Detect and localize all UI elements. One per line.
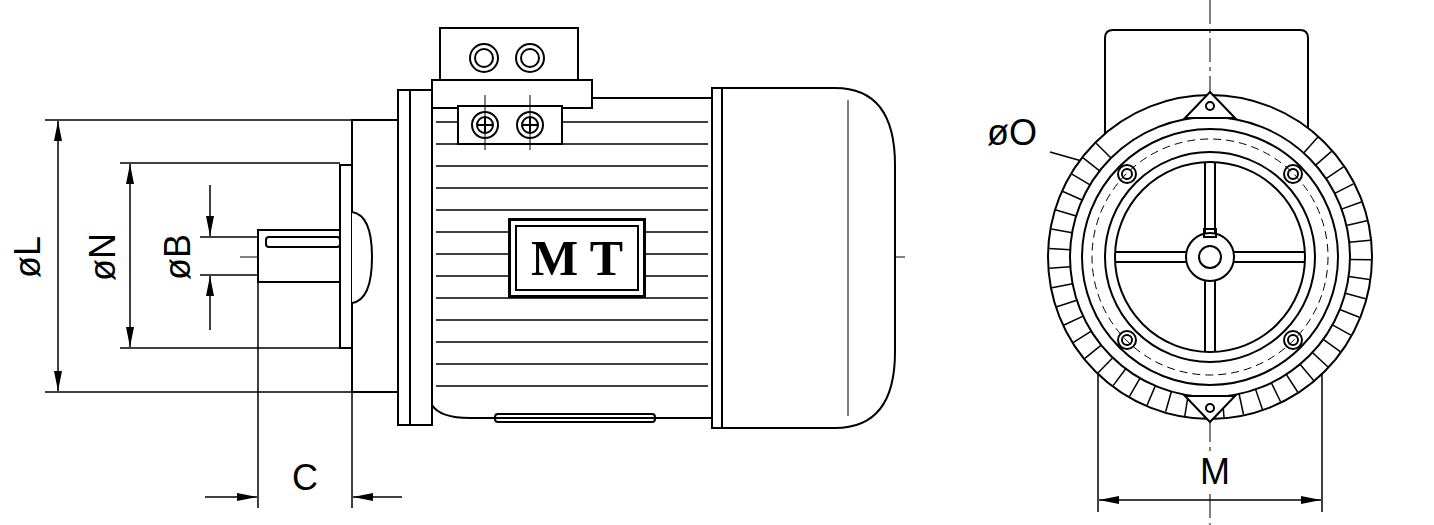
cooling-fin (1073, 331, 1091, 342)
dimension-label: C (289, 459, 321, 497)
dimension-label: øL (9, 233, 47, 281)
cooling-fin (1056, 210, 1076, 216)
cooling-fin (1057, 300, 1077, 306)
cooling-fin (1064, 316, 1083, 325)
cooling-fin (1300, 364, 1313, 380)
cooling-fin (1312, 352, 1327, 366)
cooling-fin (1049, 267, 1070, 268)
cooling-fin (1350, 259, 1371, 261)
cooling-fin (1072, 174, 1090, 185)
cooling-fin (1098, 358, 1113, 373)
cooling-fin (1304, 137, 1318, 153)
cooling-fin (1335, 184, 1354, 194)
cooling-fin (1323, 339, 1340, 351)
cooling-fin (436, 319, 708, 321)
cooling-fin (436, 341, 708, 343)
cooling-fin (1113, 369, 1126, 386)
cooling-fin (1340, 309, 1359, 317)
dimension-label: M (1197, 453, 1233, 491)
cooling-fin (1166, 392, 1172, 412)
cooling-fin (1239, 394, 1243, 415)
cooling-fin (1345, 293, 1365, 298)
cooling-fin (1349, 240, 1370, 242)
cooling-fin (1130, 378, 1141, 396)
cooling-fin (1096, 143, 1111, 158)
dimension-label: øO (984, 114, 1040, 152)
cooling-fin (1083, 158, 1100, 171)
cooling-fin (1051, 229, 1072, 233)
cooling-fin (1286, 374, 1297, 392)
dimension-label: øN (84, 230, 122, 284)
dimension-label: øB (159, 231, 197, 283)
cooling-fin (436, 187, 708, 189)
cooling-fin (1052, 284, 1073, 288)
cooling-fin (436, 363, 708, 365)
front-view (1048, 0, 1372, 525)
cooling-fin (1085, 345, 1101, 358)
cooling-fin (1147, 386, 1155, 405)
logo-text: M T (531, 229, 623, 287)
nameplate-box: M T (508, 218, 646, 298)
cooling-fin (1332, 325, 1350, 335)
cooling-fin (1346, 221, 1366, 226)
cooling-fin (436, 209, 708, 211)
cooling-fin (1063, 192, 1082, 201)
cooling-fin (1271, 383, 1280, 402)
cooling-fin (436, 165, 708, 167)
cooling-fin (1349, 276, 1370, 279)
cooling-fin (1326, 167, 1343, 179)
cooling-fin (1342, 202, 1362, 209)
cooling-fin (1316, 151, 1332, 165)
side-view (240, 28, 905, 428)
cooling-fin (1256, 389, 1263, 409)
cooling-fin (1049, 249, 1070, 250)
cooling-fin (436, 385, 708, 387)
